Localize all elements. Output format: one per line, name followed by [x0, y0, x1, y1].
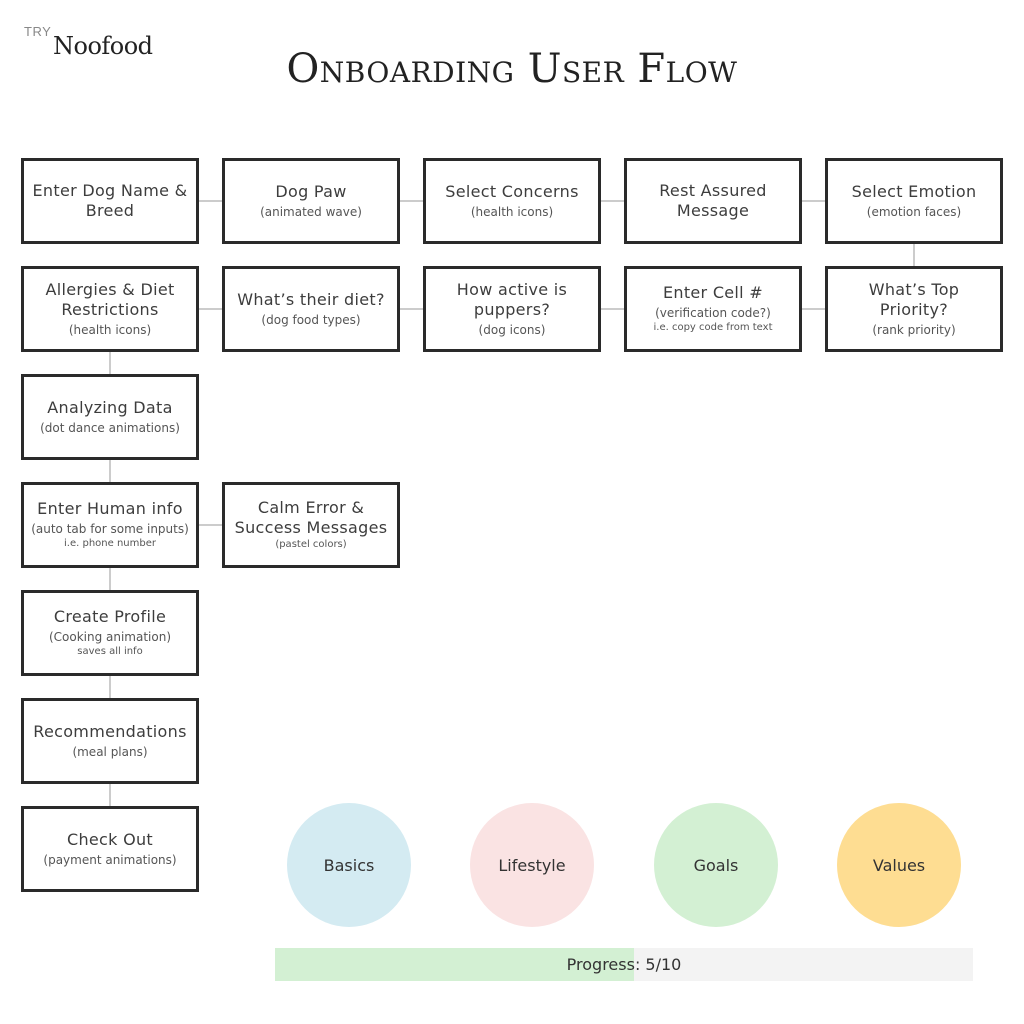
step-title: Analyzing Data — [47, 398, 173, 417]
stage-label: Goals — [693, 855, 739, 875]
step-detail: (pastel colors) — [275, 539, 347, 550]
step-note: (dog icons) — [478, 323, 546, 337]
step-title: Enter Dog Name & Breed — [32, 181, 188, 220]
step-title: Dog Paw — [275, 182, 347, 201]
flow-step: Allergies & Diet Restrictions (health ic… — [21, 266, 199, 352]
step-title: Enter Human info — [37, 499, 183, 518]
step-detail: i.e. phone number — [64, 538, 156, 549]
stage-basics: Basics — [287, 803, 411, 927]
step-title: Select Concerns — [445, 182, 579, 201]
flow-step: What’s Top Priority? (rank priority) — [825, 266, 1003, 352]
flow-step: Analyzing Data (dot dance animations) — [21, 374, 199, 460]
logo-name: Noofood — [53, 32, 153, 60]
stage-goals: Goals — [654, 803, 778, 927]
step-detail: i.e. copy code from text — [653, 322, 773, 333]
step-note: (auto tab for some inputs) — [31, 522, 189, 536]
step-note: (payment animations) — [43, 853, 177, 867]
step-title: What’s their diet? — [237, 290, 385, 309]
step-title: Enter Cell # — [662, 283, 764, 302]
flow-step: Select Emotion (emotion faces) — [825, 158, 1003, 244]
step-title: Create Profile — [53, 607, 167, 626]
logo: TRY Noofood — [24, 24, 164, 64]
step-title: How active is puppers? — [456, 280, 568, 319]
logo-prefix: TRY — [24, 24, 52, 39]
step-note: (health icons) — [470, 205, 554, 219]
step-note: (verification code?) — [655, 306, 771, 320]
step-detail: saves all info — [77, 646, 143, 657]
flow-step: What’s their diet? (dog food types) — [222, 266, 400, 352]
progress-fill — [275, 948, 635, 981]
flow-step: Rest Assured Message — [624, 158, 802, 244]
stage-label: Basics — [323, 855, 375, 875]
step-note: (dot dance animations) — [40, 421, 180, 435]
flow-step: Recommendations (meal plans) — [21, 698, 199, 784]
flow-step: Select Concerns (health icons) — [423, 158, 601, 244]
stage-values: Values — [837, 803, 961, 927]
step-note: (emotion faces) — [866, 205, 962, 219]
flow-step: Create Profile (Cooking animation) saves… — [21, 590, 199, 676]
page-title: Onboarding User Flow — [286, 46, 738, 92]
step-title: What’s Top Priority? — [868, 280, 960, 319]
step-title: Recommendations — [33, 722, 187, 741]
step-note: (rank priority) — [872, 323, 956, 337]
flow-step: Check Out (payment animations) — [21, 806, 199, 892]
progress-label: Progress: 5/10 — [566, 955, 682, 974]
step-note: (dog food types) — [261, 313, 361, 327]
step-note: (animated wave) — [260, 205, 362, 219]
step-note: (meal plans) — [72, 745, 148, 759]
step-title: Rest Assured Message — [659, 181, 767, 220]
progress-bar: Progress: 5/10 — [275, 948, 973, 981]
flow-step: Enter Human info (auto tab for some inpu… — [21, 482, 199, 568]
flow-step: How active is puppers? (dog icons) — [423, 266, 601, 352]
stage-lifestyle: Lifestyle — [470, 803, 594, 927]
step-title: Allergies & Diet Restrictions — [45, 280, 175, 319]
step-title: Calm Error & Success Messages — [234, 498, 388, 537]
step-title: Check Out — [66, 830, 153, 849]
stage-label: Lifestyle — [498, 855, 566, 875]
flow-step: Enter Cell # (verification code?) i.e. c… — [624, 266, 802, 352]
flow-step: Calm Error & Success Messages (pastel co… — [222, 482, 400, 568]
step-note: (Cooking animation) — [48, 630, 172, 644]
stage-label: Values — [872, 855, 926, 875]
flow-step: Dog Paw (animated wave) — [222, 158, 400, 244]
flow-step: Enter Dog Name & Breed — [21, 158, 199, 244]
step-title: Select Emotion — [851, 182, 977, 201]
step-note: (health icons) — [68, 323, 152, 337]
